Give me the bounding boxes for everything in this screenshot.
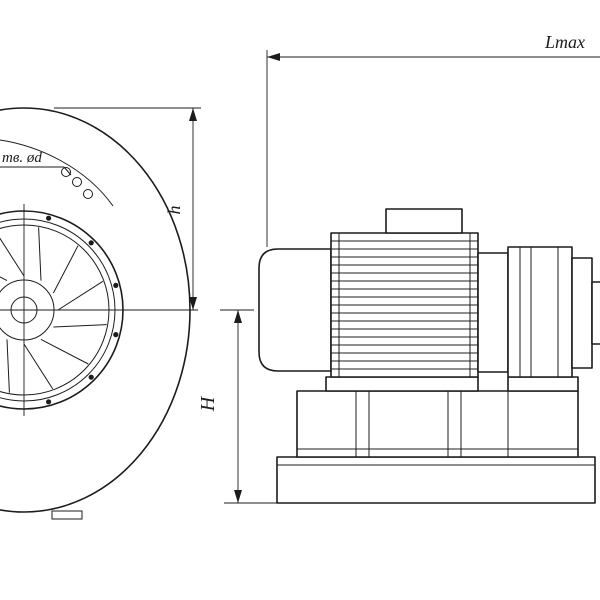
side-view: Lmax H [197,32,600,504]
holes-label: тв. ød [2,150,42,166]
flange-adapter [477,252,509,373]
base-plate [276,456,596,504]
lmax-arrow [267,53,280,61]
H-arrow-top [234,310,242,323]
impeller-blade [6,339,10,393]
H-label: H [197,395,219,412]
front-view: тв. ød h [0,107,201,520]
support-frame [296,390,579,458]
flange-hole [61,167,71,177]
dimension-h: h [54,107,201,310]
impeller-blade [53,324,107,328]
impeller-blade [0,237,25,277]
bolt-hole [113,332,119,338]
bolt-hole [46,215,52,221]
bolt-hole [113,282,119,288]
h-arrow-top [189,108,197,121]
fan-foot [51,510,83,520]
terminal-box [385,208,463,234]
impeller-blade [38,227,42,281]
coupling-support [507,376,579,392]
impeller-blades [0,227,107,393]
h-label: h [164,206,184,215]
bolt-holes [46,215,119,405]
holes-label-leader [63,166,72,176]
flange-hole [72,177,82,187]
impeller-blade [23,343,54,390]
impeller-blade [52,245,79,294]
H-arrow-bottom [234,490,242,503]
h-arrow-bottom [189,297,197,310]
bearing-block [571,257,593,369]
coupling-housing [507,246,573,378]
shaft-end [591,281,600,345]
bolt-hole [88,374,94,380]
motor-end-cap [258,248,332,372]
outlet-flange-edge [0,139,114,207]
lmax-label: Lmax [544,32,585,52]
dimension-lmax: Lmax [266,32,600,247]
flange-holes [61,167,93,199]
flange-hole [83,189,93,199]
impeller-blade [40,338,89,365]
dimension-H: H [197,309,280,504]
motor-fins [331,240,478,370]
bolt-hole [46,399,52,405]
motor-rail [325,376,479,392]
bolt-hole [88,240,94,246]
impeller-blade [57,280,104,311]
